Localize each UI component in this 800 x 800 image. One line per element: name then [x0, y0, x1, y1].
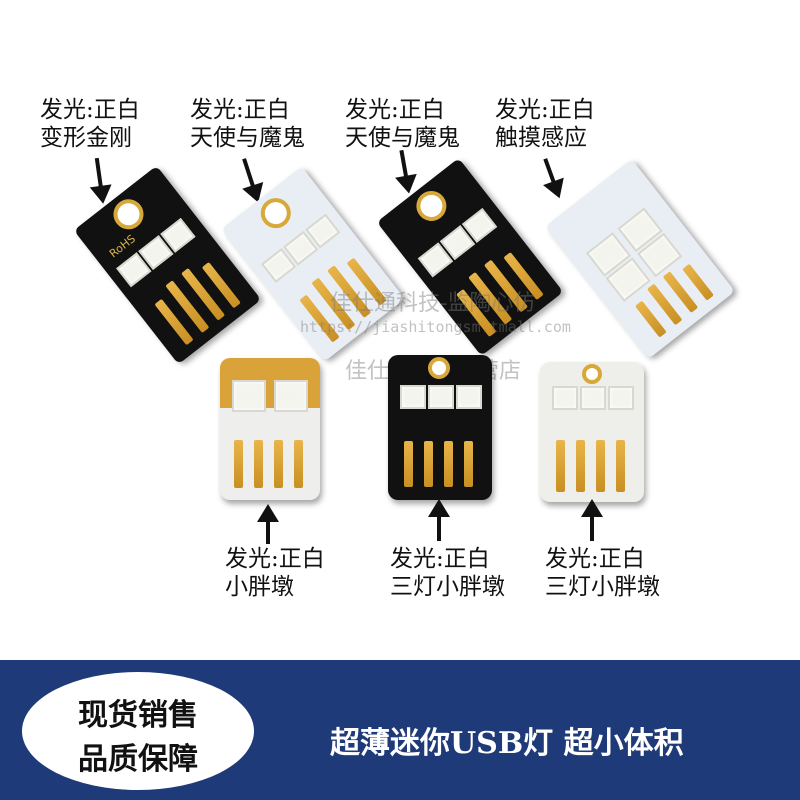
usb-contact-pad: [576, 440, 585, 492]
usb-contact-pad: [444, 441, 453, 487]
usb-contact-pad: [274, 440, 283, 488]
usb-contact-pad: [464, 441, 473, 487]
arrow-up-icon: [581, 499, 603, 541]
caption-line: 天使与魔鬼: [190, 125, 305, 151]
caption-line: 发光:正白: [190, 97, 290, 123]
usb-contact-pad: [424, 441, 433, 487]
caption-chubby: 发光:正白 小胖墩: [225, 545, 325, 601]
led-board-black-three-led: [388, 355, 492, 500]
led-chip: [274, 380, 308, 412]
led-chip: [232, 380, 266, 412]
caption-angel-devil-black: 发光:正白 天使与魔鬼: [345, 96, 460, 152]
mount-hole: [582, 364, 602, 384]
led-chip: [400, 385, 426, 409]
arrow-up-icon: [257, 504, 279, 544]
usb-contact-pad: [556, 440, 565, 492]
caption-line: 发光:正白: [545, 546, 645, 572]
caption-line: 触摸感应: [495, 125, 587, 151]
usb-contact-pad: [616, 440, 625, 492]
caption-line: 发光:正白: [345, 97, 445, 123]
caption-line: 发光:正白: [390, 546, 490, 572]
led-chip: [552, 386, 578, 410]
mount-hole: [428, 357, 450, 379]
led-chip: [580, 386, 606, 410]
badge-line-in-stock: 现货销售: [78, 698, 198, 733]
caption-line: 天使与魔鬼: [345, 125, 460, 151]
watermark-url: https://jiashitongsm.tmall.com: [300, 318, 571, 336]
arrow-down-icon: [94, 157, 104, 191]
led-board-white-three-led: [540, 362, 644, 502]
usb-contact-pad: [404, 441, 413, 487]
caption-transformers: 发光:正白 变形金刚: [40, 96, 140, 152]
arrow-down-icon: [399, 149, 409, 181]
caption-line: 发光:正白: [225, 546, 325, 572]
quality-badge: [22, 672, 254, 790]
caption-line: 三灯小胖墩: [545, 574, 660, 600]
arrow-down-icon: [543, 158, 557, 186]
arrow-up-icon: [428, 499, 450, 541]
caption-touch-sensor: 发光:正白 触摸感应: [495, 96, 595, 152]
banner-slogan: 超薄迷你USB灯 超小体积: [330, 726, 684, 761]
caption-three-led-chubby-white: 发光:正白 三灯小胖墩: [545, 545, 660, 601]
caption-three-led-chubby-black: 发光:正白 三灯小胖墩: [390, 545, 505, 601]
caption-line: 三灯小胖墩: [390, 574, 505, 600]
led-chip: [428, 385, 454, 409]
caption-line: 发光:正白: [40, 97, 140, 123]
led-board-white-chubby: [220, 358, 320, 500]
badge-line-quality: 品质保障: [78, 742, 198, 777]
led-chip: [456, 385, 482, 409]
usb-contact-pad: [234, 440, 243, 488]
caption-line: 变形金刚: [40, 125, 132, 151]
arrow-down-icon: [242, 158, 256, 190]
mount-hole: [410, 184, 453, 228]
mount-hole: [107, 193, 150, 236]
caption-line: 发光:正白: [495, 97, 595, 123]
caption-angel-devil-white: 发光:正白 天使与魔鬼: [190, 96, 305, 152]
led-board-white-touch: [544, 158, 736, 360]
watermark-text: 佳仕通科技-监陶心仿: [330, 291, 536, 316]
led-chip: [608, 386, 634, 410]
usb-contact-pad: [596, 440, 605, 492]
usb-contact-pad: [254, 440, 263, 488]
mount-hole: [254, 192, 297, 235]
caption-line: 小胖墩: [225, 574, 294, 600]
usb-contact-pad: [294, 440, 303, 488]
